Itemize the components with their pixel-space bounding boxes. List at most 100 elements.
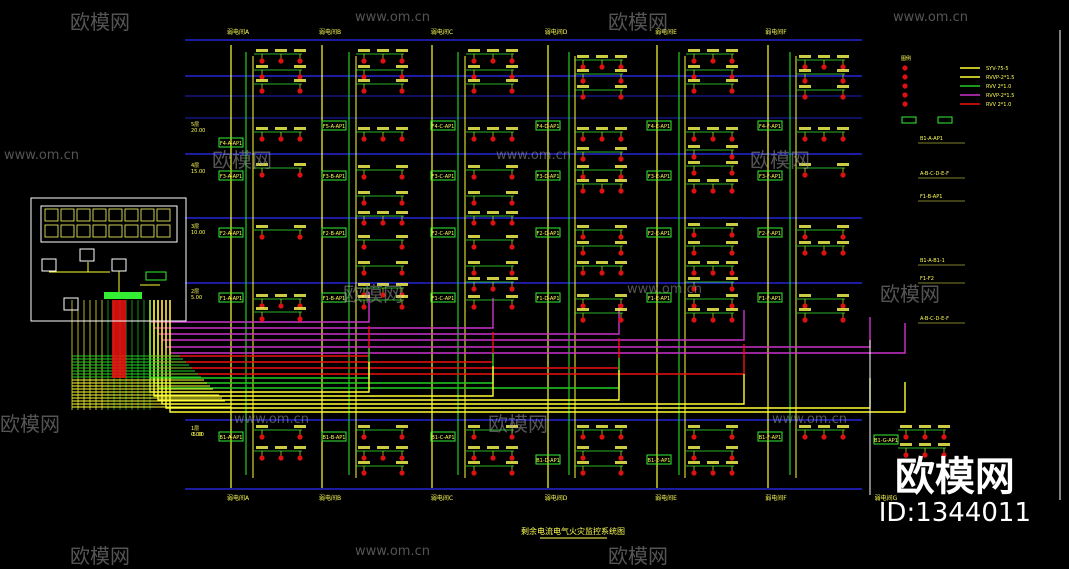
panel-label: F2-B-AP1	[323, 231, 345, 237]
leakage-sensor	[729, 232, 735, 238]
sensor-tag	[707, 261, 719, 264]
leakage-sensor	[471, 470, 477, 476]
leakage-sensor	[361, 470, 367, 476]
panel-label: F1-F-AP1	[759, 296, 781, 302]
sensor-tag	[799, 425, 811, 428]
sensor-tag	[919, 443, 931, 446]
panel-label: F2-F-AP1	[759, 231, 781, 237]
leakage-sensor	[618, 94, 624, 100]
leakage-sensor	[710, 317, 716, 323]
drawing-title: 剩余电流电气火灾监控系统图	[521, 526, 625, 536]
legend-symbol	[902, 92, 908, 98]
panel-label: F3-E-AP1	[648, 174, 670, 180]
display-cell	[124, 224, 139, 238]
watermark-url: www.om.cn	[234, 412, 309, 427]
panel-label: F1-E-AP1	[648, 296, 670, 302]
floor-elevation-label: -5.00	[191, 432, 204, 438]
sensor-tag	[396, 283, 408, 286]
leakage-sensor	[729, 434, 735, 440]
sensor-tag	[377, 446, 389, 449]
leakage-sensor	[471, 58, 477, 64]
sensor-tag	[468, 65, 480, 68]
leakage-sensor	[802, 250, 808, 256]
sensor-tag	[837, 69, 849, 72]
display-cell	[44, 208, 59, 222]
sensor-tag	[256, 79, 268, 82]
sensor-tag	[577, 308, 589, 311]
panel-label: F1-C-AP1	[432, 296, 455, 302]
sensor-tag	[487, 127, 499, 130]
sensor-tag	[726, 308, 738, 311]
distribution-panel	[321, 227, 347, 238]
sensor-tag	[506, 49, 518, 52]
watermark-logo: 欧模网	[608, 544, 668, 568]
leakage-sensor	[361, 174, 367, 180]
brand-stamp: 欧模网 ID:1344011	[879, 456, 1031, 528]
sensor-tag	[818, 241, 830, 244]
sensor-tag	[506, 461, 518, 464]
sensor-tag	[396, 261, 408, 264]
watermark-logo: 欧模网	[608, 10, 668, 34]
leakage-sensor	[259, 434, 265, 440]
leakage-sensor	[580, 94, 586, 100]
sensor-tag	[688, 223, 700, 226]
distribution-panel	[646, 454, 672, 465]
monitoring-bus-cable	[161, 300, 745, 405]
sensor-tag	[707, 308, 719, 311]
leakage-sensor	[691, 232, 697, 238]
leakage-sensor	[259, 88, 265, 94]
display-wall-cells	[44, 208, 171, 238]
leakage-sensor	[471, 270, 477, 276]
display-cell	[76, 208, 91, 222]
sensor-tag	[688, 446, 700, 449]
riser-bottom-label: 弱电间F	[765, 494, 787, 502]
sensor-tag	[726, 127, 738, 130]
panel-label: F4-A-AP1	[220, 141, 242, 147]
riser-bottom-label: 弱电间G	[875, 494, 898, 502]
distribution-panel	[535, 227, 561, 238]
panel-label: B1-E-AP1	[648, 458, 671, 464]
leakage-sensor	[509, 88, 515, 94]
leakage-sensor	[361, 244, 367, 250]
sensor-tag	[688, 127, 700, 130]
sensor-tag	[506, 65, 518, 68]
riser-top-label: 弱电间B	[319, 28, 341, 36]
leakage-sensor	[399, 200, 405, 206]
monitoring-bus-cable	[157, 300, 620, 401]
leakage-sensor	[580, 136, 586, 142]
sensor-tag	[726, 241, 738, 244]
leakage-sensor	[802, 317, 808, 323]
leakage-sensor	[729, 154, 735, 160]
sensor-tag	[256, 425, 268, 428]
sensor-tag	[837, 294, 849, 297]
distribution-panel	[757, 227, 783, 238]
leakage-sensor	[490, 136, 496, 142]
leakage-sensor	[509, 286, 515, 292]
legend-symbol	[902, 83, 908, 89]
sensor-tag	[256, 127, 268, 130]
monitor-icon	[41, 258, 57, 272]
leakage-sensor	[618, 234, 624, 240]
leakage-sensor	[509, 58, 515, 64]
leakage-sensor	[618, 174, 624, 180]
leakage-sensor	[580, 303, 586, 309]
sensor-tag	[487, 277, 499, 280]
display-cell	[156, 224, 171, 238]
leakage-sensor	[509, 244, 515, 250]
leakage-sensor	[580, 156, 586, 162]
distribution-panel	[535, 170, 561, 181]
sensor-tag	[726, 294, 738, 297]
distribution-panel	[535, 120, 561, 131]
leakage-sensor	[471, 286, 477, 292]
leakage-sensor	[399, 434, 405, 440]
leakage-sensor	[691, 58, 697, 64]
bus-cables	[71, 292, 906, 413]
sensor-tag	[468, 295, 480, 298]
sensor-tag	[726, 446, 738, 449]
sensor-tag	[396, 425, 408, 428]
watermark-logo: 欧模网	[212, 148, 272, 172]
sensor-tag	[358, 425, 370, 428]
labels: 5层20.004层15.003层10.002层5.001层0.00-5.00弱电…	[191, 28, 898, 502]
